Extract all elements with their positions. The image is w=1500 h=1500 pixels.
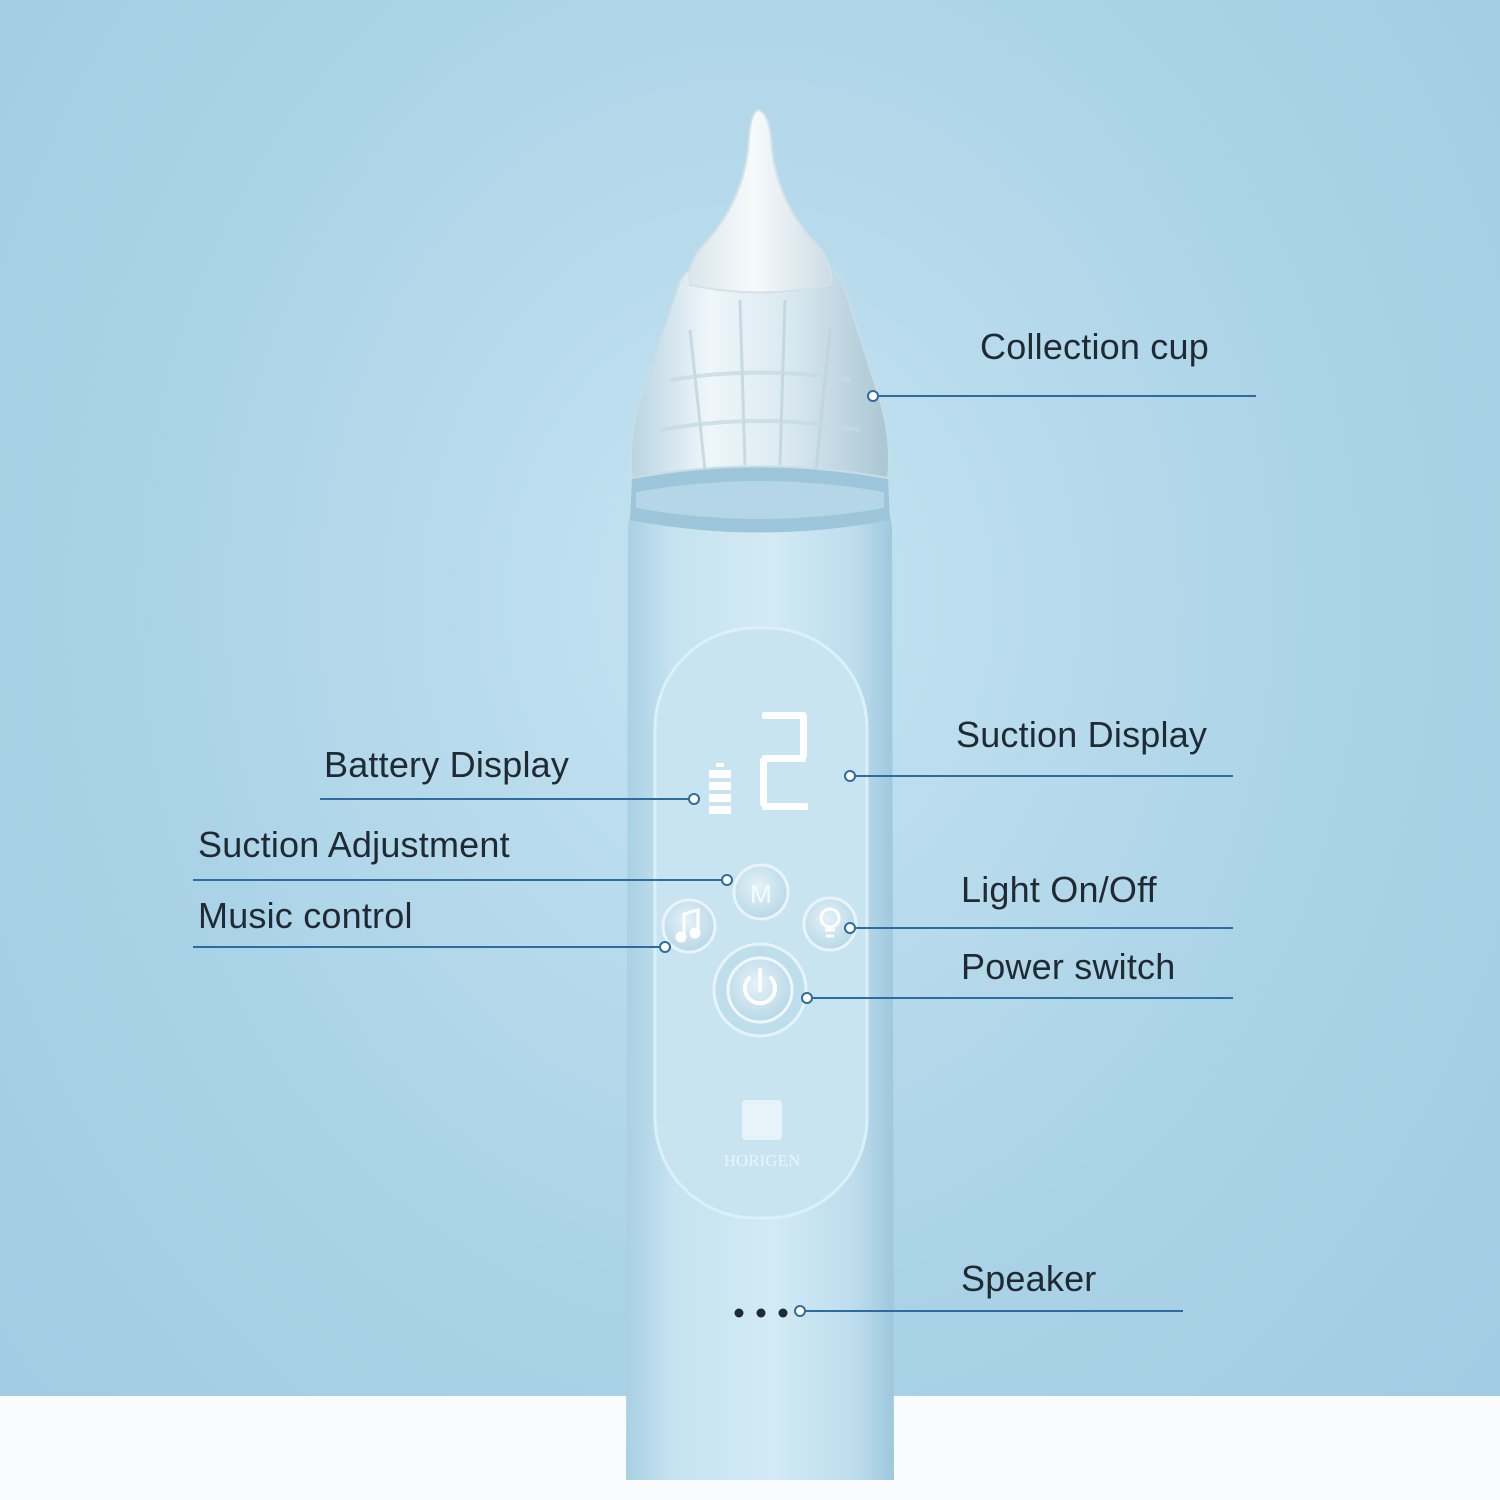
dot-music-control xyxy=(659,941,671,953)
silicone-tip xyxy=(688,108,832,294)
battery-icon xyxy=(709,763,731,814)
leader-collection-cup xyxy=(878,395,1256,397)
leader-power-switch xyxy=(812,997,1233,999)
suction-digit-display xyxy=(760,712,808,810)
control-panel xyxy=(653,626,869,1220)
music-note-icon xyxy=(675,908,701,943)
music-button xyxy=(661,898,717,954)
leader-speaker xyxy=(805,1310,1183,1312)
label-light-on-off: Light On/Off xyxy=(961,869,1157,910)
leader-battery-display xyxy=(320,798,690,800)
label-battery-display: Battery Display xyxy=(324,744,570,785)
brand-name: HORIGEN xyxy=(724,1151,801,1170)
dot-suction-adjustment xyxy=(721,874,733,886)
label-speaker: Speaker xyxy=(961,1258,1097,1299)
label-collection-cup: Collection cup xyxy=(980,326,1209,367)
leader-suction-display xyxy=(855,775,1233,777)
label-suction-adjustment: Suction Adjustment xyxy=(198,824,510,865)
dot-speaker xyxy=(794,1305,806,1317)
label-power-switch: Power switch xyxy=(961,946,1176,987)
leader-music-control xyxy=(193,946,661,948)
power-icon xyxy=(743,968,777,1006)
label-music-control: Music control xyxy=(198,895,413,936)
dot-power-switch xyxy=(801,992,813,1004)
light-button xyxy=(802,896,858,952)
leader-light-on-off xyxy=(855,927,1233,929)
suction-adjust-button xyxy=(732,863,790,921)
speaker-holes xyxy=(734,1308,788,1318)
m-button-label: M xyxy=(750,879,772,909)
leader-suction-adjustment xyxy=(193,879,723,881)
brand-logo xyxy=(742,1100,782,1140)
dot-light-on-off xyxy=(844,922,856,934)
dot-collection-cup xyxy=(867,390,879,402)
dot-suction-display xyxy=(844,770,856,782)
light-bulb-icon xyxy=(819,907,841,938)
label-suction-display: Suction Display xyxy=(956,714,1208,755)
dot-battery-display xyxy=(688,793,700,805)
